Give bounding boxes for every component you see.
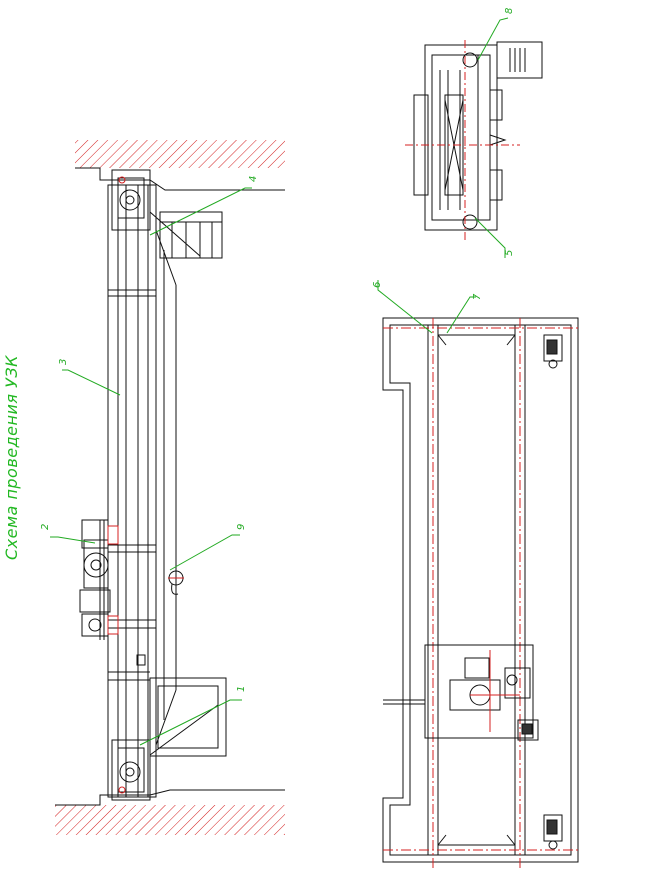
callout-7: 7 (472, 293, 483, 300)
hook (168, 570, 184, 595)
plan-outline (382, 317, 579, 863)
wall-bottom-hatch (55, 805, 285, 835)
drive-unit-middle (517, 719, 539, 741)
callout-8: 8 (504, 8, 515, 14)
end-carriage-top (111, 169, 151, 231)
side-elevation (55, 140, 285, 835)
end-carriage-bottom (111, 739, 151, 801)
wall-bottom-outline (55, 789, 285, 806)
end-view-cab (496, 41, 543, 79)
plan-view (382, 317, 579, 868)
callout-4: 4 (248, 176, 259, 182)
callout-1: 1 (236, 686, 247, 692)
callout-3: 3 (58, 359, 69, 365)
drive-unit-bottom (543, 814, 563, 850)
callout-labels: 1 2 3 4 5 6 7 8 9 (40, 8, 515, 692)
callout-5: 5 (504, 250, 515, 256)
callout-2: 2 (40, 524, 51, 530)
trolley-side (79, 519, 119, 640)
callout-6: 6 (372, 282, 383, 288)
drive-unit-top (543, 334, 563, 369)
cabin-top (159, 211, 223, 259)
callout-9: 9 (236, 524, 247, 530)
end-view (405, 40, 543, 240)
wall-top-hatch (75, 140, 285, 168)
main-girder-outer (107, 184, 157, 798)
end-view-frame (424, 44, 498, 231)
trolley-plan (424, 644, 534, 739)
callout-leaders (50, 17, 509, 746)
cabin-bottom (149, 677, 227, 757)
